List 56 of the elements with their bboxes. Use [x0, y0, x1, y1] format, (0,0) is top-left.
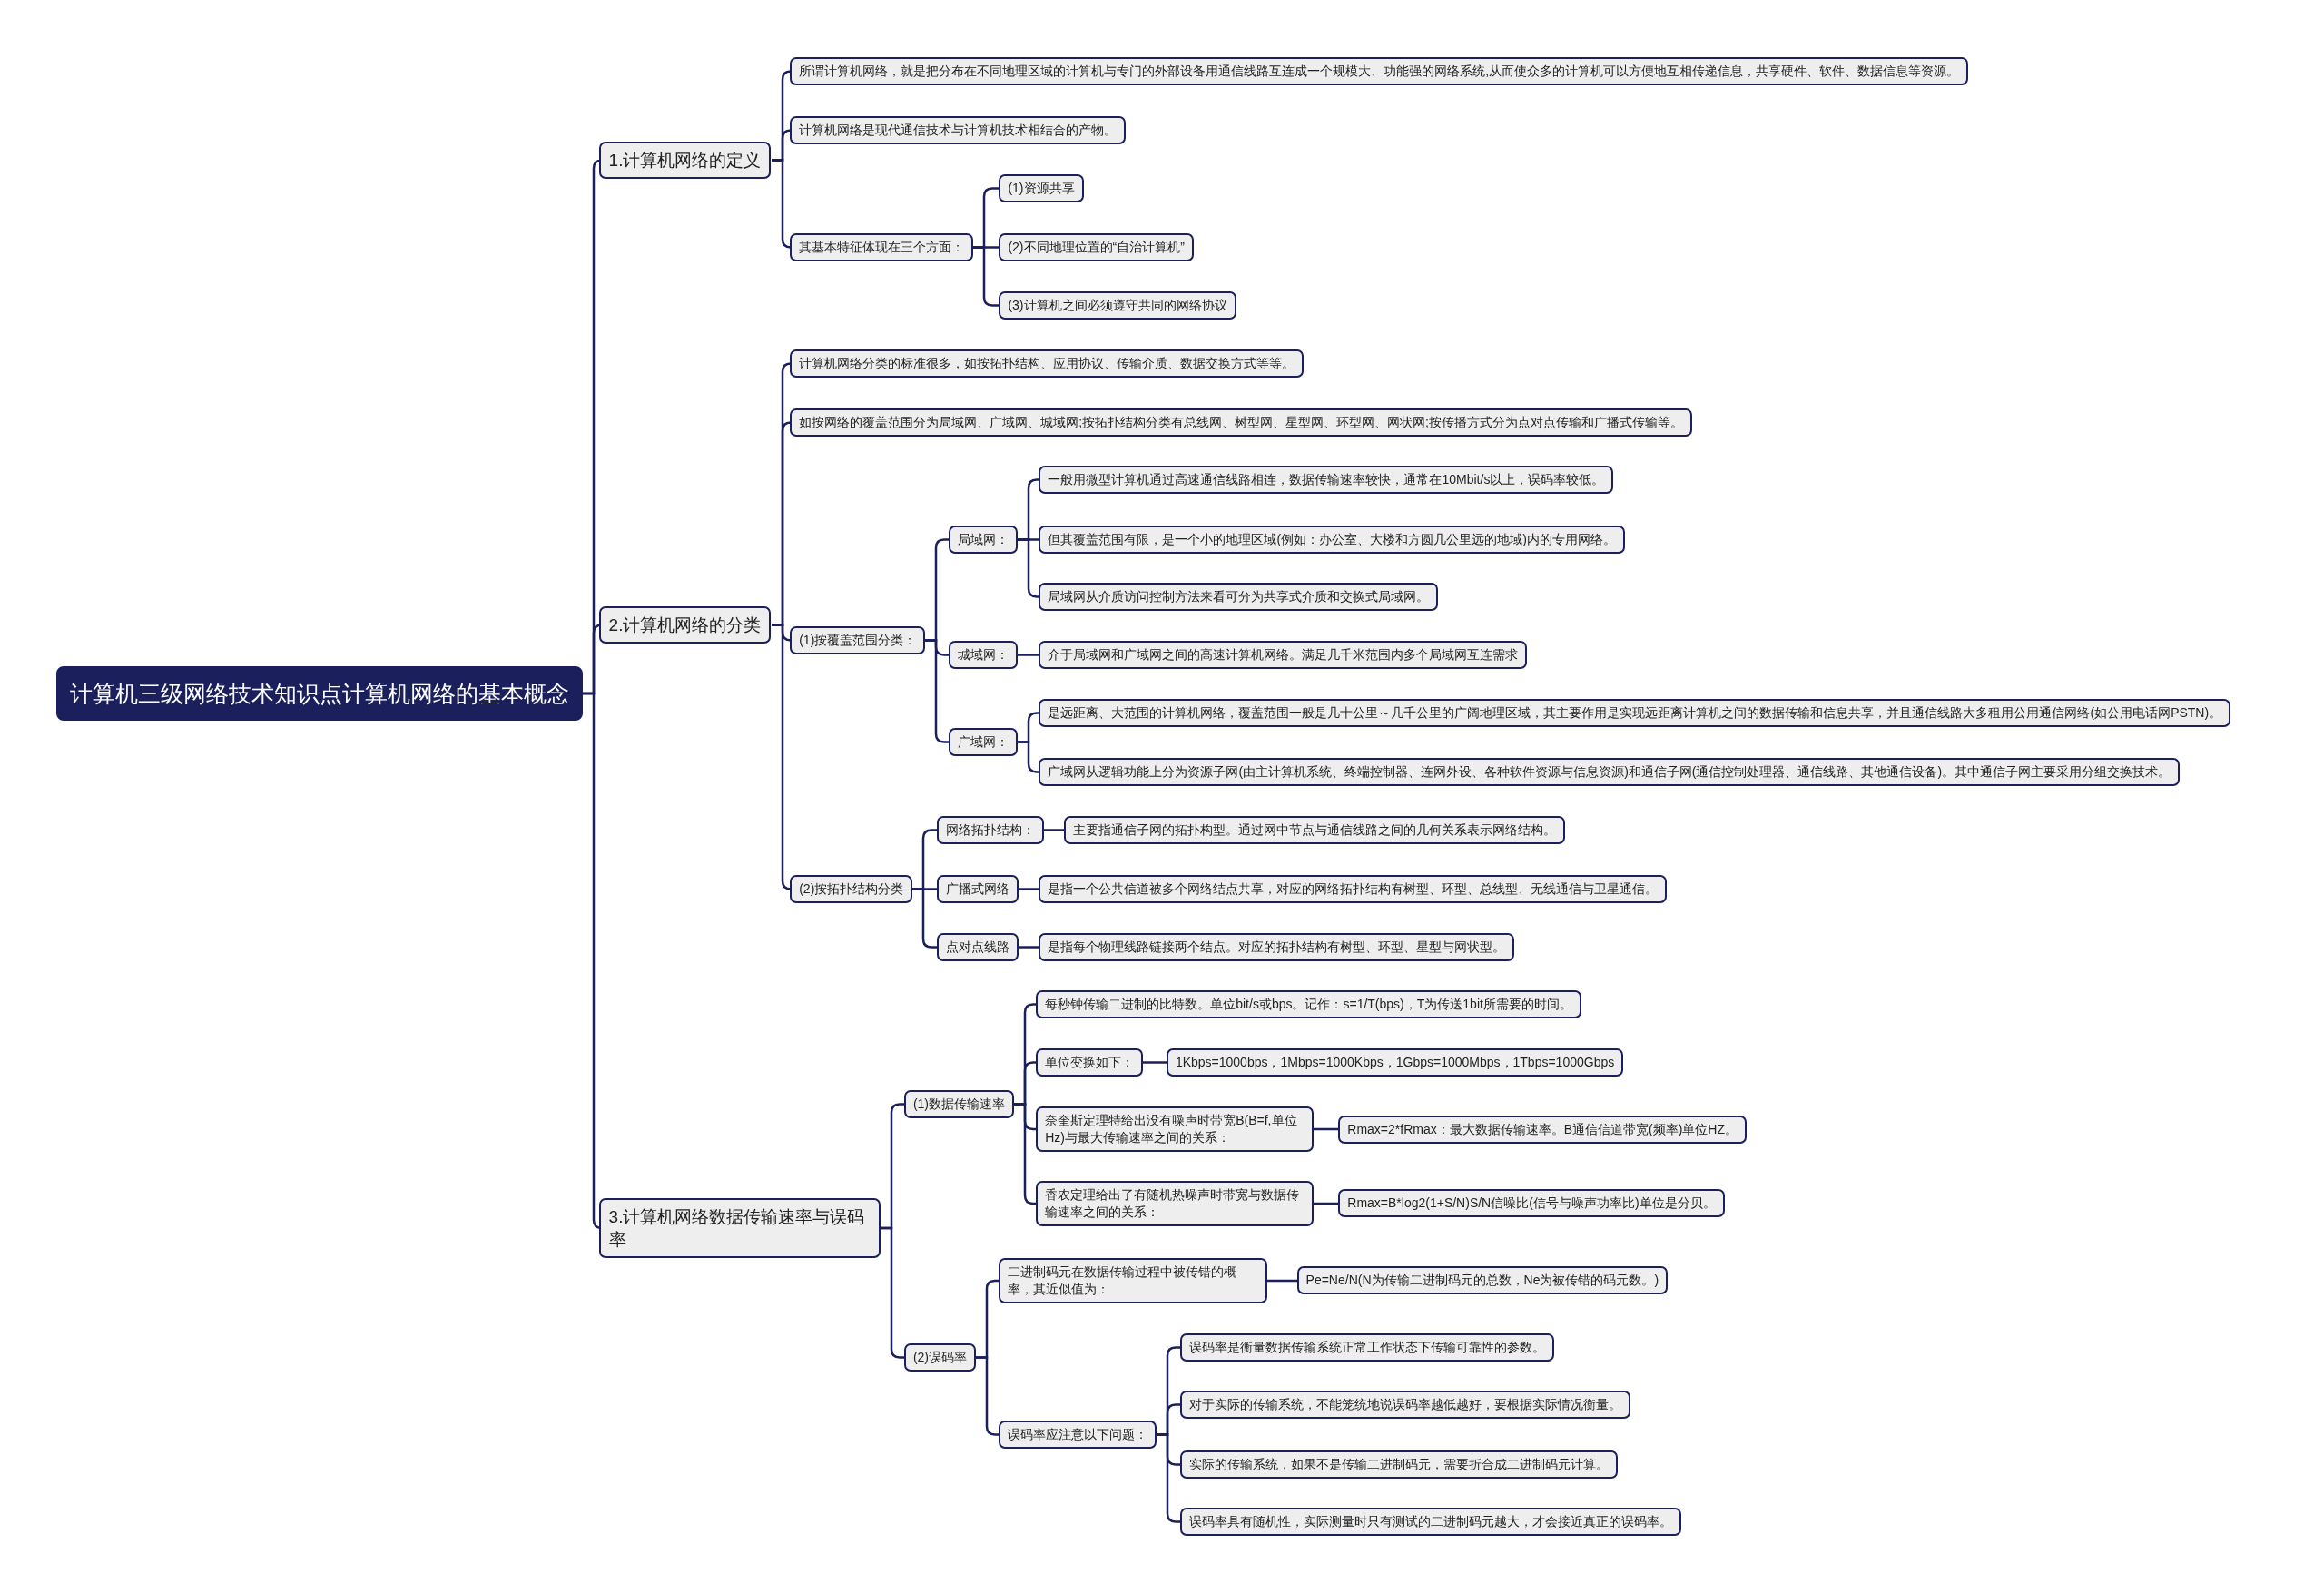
subtopic-box: 但其覆盖范围有限，是一个小的地理区域(例如：办公室、大楼和方圆几公里远的地域)内的专用网络。	[1039, 525, 1625, 554]
connector-line	[1313, 1127, 1338, 1131]
main-topic-box: 3.计算机网络数据传输速率与误码率	[598, 1198, 881, 1259]
subtopic-box: 点对点线路	[936, 932, 1019, 961]
subtopic-box: Pe=Ne/N(N为传输二进制码元的总数，Ne为被传错的码元数。)	[1296, 1266, 1669, 1295]
subtopic-box: (2)误码率	[903, 1343, 977, 1372]
subtopic-box: (2)按拓扑结构分类	[790, 875, 913, 904]
subtopic-box: 单位变换如下：	[1036, 1048, 1144, 1077]
subtopic-box: 是指一个公共信道被多个网络结点共享，对应的网络拓扑结构有树型、环型、总线型、无线通信与卫星通信。	[1039, 875, 1668, 904]
subtopic-box: 对于实际的传输系统，不能笼统地说误码率越低越好，要根据实际情况衡量。	[1179, 1391, 1630, 1420]
subtopic-box: 网络拓扑结构：	[936, 815, 1044, 844]
subtopic-box: 二进制码元在数据传输过程中被传错的概率，其近似值为：	[999, 1257, 1267, 1303]
subtopic-box: 每秒钟传输二进制的比特数。单位bit/s或bps。记作：s=1/T(bps)，T为传送1bit所需要的时间。	[1036, 990, 1581, 1019]
connector-line	[1019, 946, 1039, 949]
subtopic-box: 一般用微型计算机通过高速通信线路相连，数据传输速率较快，通常在10Mbit/s以上，误码率较低。	[1039, 466, 1614, 495]
subtopic-box: 奈奎斯定理特给出没有噪声时带宽B(B=f,单位Hz)与最大传输速率之间的关系：	[1036, 1106, 1314, 1153]
subtopic-box: (1)资源共享	[999, 173, 1084, 202]
subtopic-box: Rmax=B*log2(1+S/N)S/N信噪比(信号与噪声功率比)单位是分贝。	[1338, 1189, 1725, 1218]
subtopic-box: 误码率具有随机性，实际测量时只有测试的二进制码元越大，才会接近真正的误码率。	[1179, 1508, 1681, 1537]
connector-line	[1267, 1279, 1297, 1283]
subtopic-box: 计算机网络是现代通信技术与计算机技术相结合的产物。	[790, 116, 1127, 145]
subtopic-box: 主要指通信子网的拓扑构型。通过网中节点与通信线路之间的几何关系表示网络结构。	[1064, 815, 1566, 844]
subtopic-box: 广域网从逻辑功能上分为资源子网(由主计算机系统、终端控制器、连网外设、各种软件资源与信息资源)和通信子网(通信控制处理器、通信线路、其他通信设备)。其中通信子网主要采用分组交换技术。	[1039, 758, 2181, 787]
subtopic-box: 广域网：	[948, 728, 1018, 757]
subtopic-box: 其基本特征体现在三个方面：	[790, 233, 974, 262]
subtopic-box: 局域网从介质访问控制方法来看可分为共享式介质和交换式局域网。	[1039, 583, 1439, 612]
connector-line	[1044, 829, 1064, 831]
subtopic-box: Rmax=2*fRmax：最大数据传输速率。B通信信道带宽(频率)单位HZ。	[1338, 1115, 1748, 1144]
connector-line	[1018, 741, 1039, 773]
subtopic-box: 广播式网络	[936, 875, 1019, 904]
subtopic-box: 误码率是衡量数据传输系统正常工作状态下传输可靠性的参数。	[1179, 1332, 1554, 1362]
connector-line	[1143, 1061, 1167, 1064]
subtopic-box: 所谓计算机网络，就是把分布在不同地理区域的计算机与专门的外部设备用通信线路互连成一个规模大、功能强的网络系统,从而使众多的计算机可以方便地互相传递信息，共享硬件、软件、数据信息等资源。	[790, 56, 1969, 85]
subtopic-box: 1Kbps=1000bps，1Mbps=1000Kbps，1Gbps=1000Mbps，1Tbps=1000Gbps	[1166, 1048, 1624, 1077]
connector-line	[1313, 1202, 1338, 1205]
subtopic-box: 如按网络的覆盖范围分为局域网、广域网、城域网;按拓扑结构分类有总线网、树型网、星型网、环型网、网状网;按传播方式分为点对点传输和广播式传输等。	[790, 408, 1692, 437]
subtopic-box: 局域网：	[948, 525, 1018, 554]
main-topic-box: 1.计算机网络的定义	[598, 141, 772, 179]
connector-line	[912, 888, 937, 949]
connector-line	[1018, 538, 1039, 598]
subtopic-box: 误码率应注意以下问题：	[999, 1420, 1157, 1449]
subtopic-box: (3)计算机之间必须遵守共同的网络协议	[999, 290, 1236, 320]
subtopic-box: 香农定理给出了有随机热噪声时带宽与数据传输速率之间的关系：	[1036, 1180, 1314, 1226]
subtopic-box: 计算机网络分类的标准很多，如按拓扑结构、应用协议、传输介质、数据交换方式等等。	[790, 349, 1305, 378]
connector-line	[1019, 888, 1039, 890]
connector-line	[1018, 654, 1039, 656]
subtopic-box: 是远距离、大范围的计算机网络，覆盖范围一般是几十公里～几千公里的广阔地理区域，其主要作用是实现远距离计算机之间的数据传输和信息共享，并且通信线路大多租用公用通信网络(如公用电话网PSTN)。	[1039, 698, 2231, 727]
subtopic-box: (1)数据传输速率	[903, 1089, 1015, 1118]
subtopic-box: (2)不同地理位置的“自治计算机”	[999, 233, 1194, 262]
subtopic-box: 介于局域网和广域网之间的高速计算机网络。满足几千米范围内多个局域网互连需求	[1039, 641, 1528, 670]
subtopic-box: 是指每个物理线路链接两个结点。对应的拓扑结构有树型、环型、星型与网状型。	[1039, 932, 1515, 961]
subtopic-box: 实际的传输系统，如果不是传输二进制码元，需要折合成二进制码元计算。	[1179, 1450, 1618, 1479]
subtopic-box: (1)按覆盖范围分类：	[790, 625, 926, 654]
main-topic-box: 2.计算机网络的分类	[598, 606, 772, 644]
central-topic-box: 计算机三级网络技术知识点计算机网络的基本概念	[56, 666, 584, 722]
subtopic-box: 城域网：	[948, 641, 1018, 670]
